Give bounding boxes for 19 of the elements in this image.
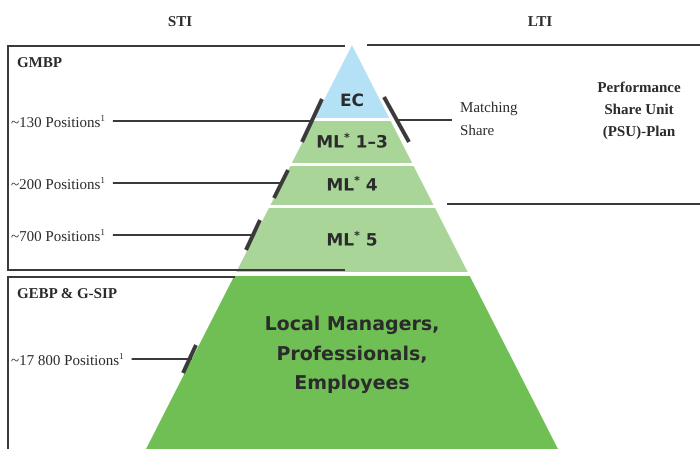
box-heading: GEBP & G-SIP (17, 286, 118, 303)
leader-line (396, 119, 452, 121)
tier-label: Local Managers, Professionals, Employees (264, 312, 440, 396)
position-count: ~17 800 Positions$^{1}$ (11, 351, 124, 370)
box-heading: GMBP (17, 55, 62, 72)
position-count: ~130 Positions$^{1}$ (11, 113, 105, 132)
tier-label: ML$^{*}$ 1–3 (316, 130, 388, 154)
leader-line (112, 234, 256, 236)
position-count: ~200 Positions$^{1}$ (11, 175, 105, 194)
tier-label: ML$^{*}$ 5 (326, 228, 378, 252)
tier-label: EC (340, 90, 364, 114)
leader-line (132, 358, 192, 360)
leader-line (112, 182, 282, 184)
column-heading: LTI (526, 13, 554, 32)
tier-label: ML$^{*}$ 4 (326, 173, 378, 198)
position-count: ~700 Positions$^{1}$ (11, 227, 105, 246)
column-heading: STI (166, 13, 194, 32)
plan-label: Matching Share (460, 97, 550, 142)
plan-label: Performance Share Unit (PSU)-Plan (596, 79, 682, 142)
